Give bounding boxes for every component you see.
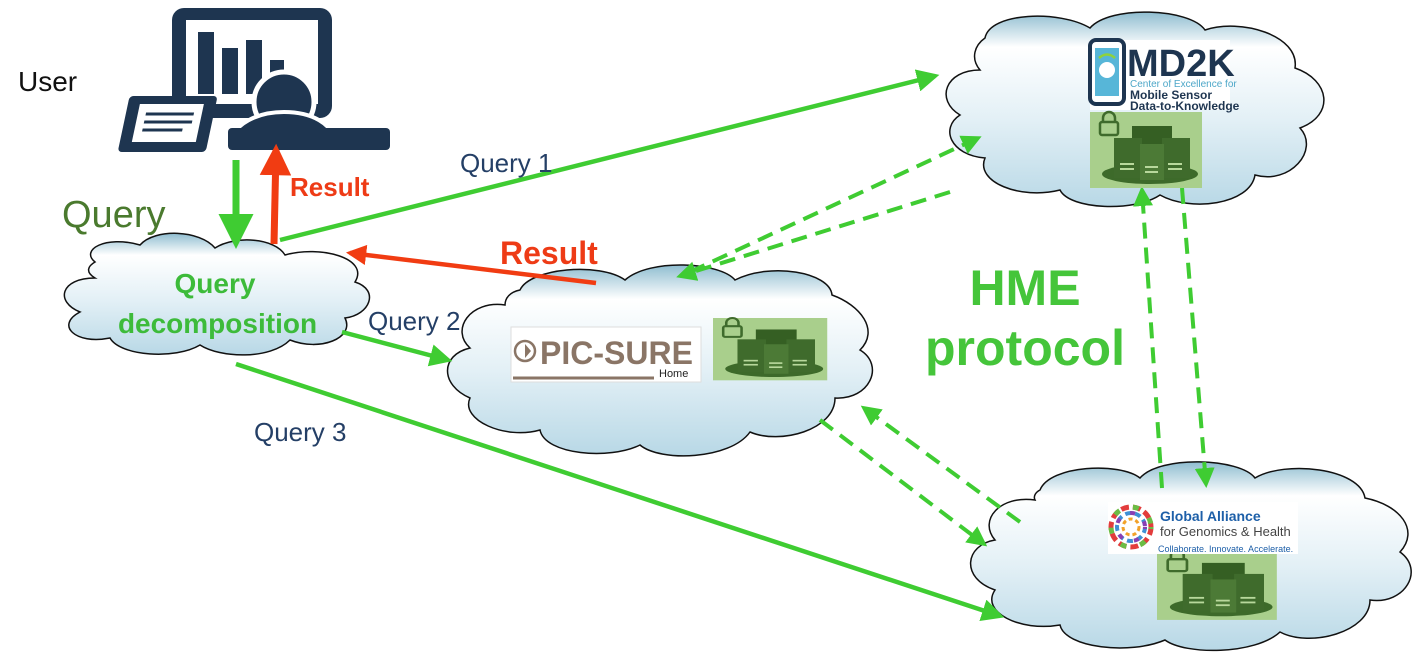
md2k-line2: Mobile Sensor	[1130, 88, 1212, 102]
picsure-server-icon	[711, 316, 829, 382]
hme-arrow-picsure-to-md2k	[689, 135, 982, 274]
hme-arrow-ga4gh-to-md2k	[1133, 186, 1164, 489]
hme-arrow-md2k-to-ga4gh	[1180, 187, 1215, 488]
ga4gh-line2: for Genomics & Health	[1160, 524, 1291, 539]
cloud-query-decomposition	[63, 232, 371, 356]
query1-label: Query 1	[460, 148, 553, 178]
decomposition-label-line2: decomposition	[117, 308, 318, 339]
picsure-logo: PIC-SURE Home	[510, 326, 702, 383]
picsure-title: PIC-SURE	[540, 335, 693, 371]
hme-label-line1: HME	[969, 260, 1081, 316]
user-label: User	[18, 66, 78, 97]
md2k-logo: MD2K Center of Excellence for Mobile Sen…	[1088, 38, 1240, 113]
query-label: Query	[62, 194, 166, 236]
md2k-line3: Data-to-Knowledge	[1130, 99, 1240, 113]
hme-label-line2: protocol	[925, 320, 1125, 376]
result-label-top: Result	[290, 172, 370, 202]
md2k-server-icon	[1088, 110, 1204, 190]
ga4gh-line1: Global Alliance	[1160, 508, 1261, 524]
user-icon	[118, 8, 390, 152]
md2k-title: MD2K	[1127, 43, 1235, 85]
hme-arrow-picsure-to-ga4gh	[818, 418, 988, 547]
ga4gh-line3: Collaborate. Innovate. Accelerate.	[1158, 544, 1293, 554]
hme-arrow-ga4gh-to-picsure	[860, 405, 1022, 524]
decomposition-label-line1: Query	[174, 268, 256, 299]
ga4gh-server-icon	[1155, 548, 1279, 622]
result-from-picsure-arrow	[345, 244, 597, 286]
query1-arrow	[279, 69, 940, 243]
result-to-user-arrow	[259, 143, 292, 245]
query2-label: Query 2	[368, 306, 461, 336]
md2k-line1: Center of Excellence for	[1130, 79, 1237, 90]
query3-label: Query 3	[254, 417, 347, 447]
ga4gh-logo: Global Alliance for Genomics & Health Co…	[1108, 502, 1298, 554]
query2-arrow	[341, 329, 453, 367]
query3-arrow	[235, 361, 1005, 622]
hme-arrow-md2k-to-picsure	[676, 190, 951, 281]
picsure-home: Home	[659, 368, 688, 380]
result-label-mid: Result	[500, 235, 598, 271]
